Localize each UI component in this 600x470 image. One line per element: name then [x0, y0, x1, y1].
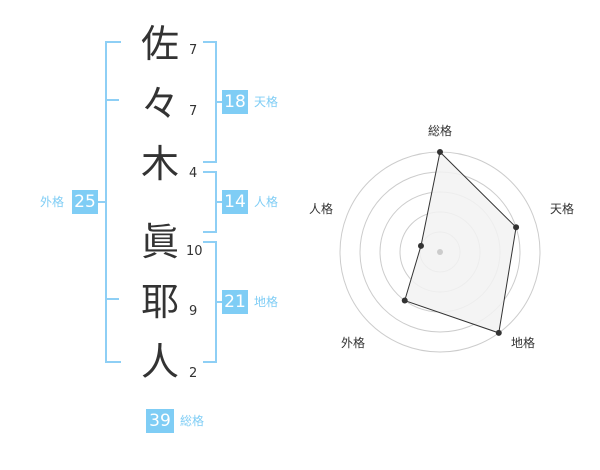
radar-point-2 — [513, 224, 520, 231]
radar-point-4 — [401, 297, 408, 304]
name-char-6: 人 — [140, 340, 179, 384]
stroke-count-1: 7 — [189, 43, 198, 58]
radar-axis-label-soukaku: 総格 — [428, 124, 453, 138]
name-char-4: 眞 — [140, 220, 179, 264]
radar-point-1 — [437, 149, 443, 155]
chikaku-value-badge: 21 — [222, 290, 248, 314]
radar-axis-label-chikaku: 地格 — [511, 336, 536, 350]
name-char-2: 々 — [140, 82, 179, 126]
gaikaku-bracket-tick-top — [105, 99, 119, 101]
radar-axis-label-tenkaku: 天格 — [550, 202, 575, 216]
stroke-count-5: 9 — [189, 304, 198, 319]
stroke-count-3: 4 — [189, 166, 198, 181]
chikaku-connector — [215, 301, 222, 303]
gaikaku-connector — [98, 201, 105, 203]
name-char-5: 耶 — [140, 280, 179, 324]
jinkaku-label: 人格 — [254, 195, 279, 209]
gaikaku-value-badge: 25 — [72, 190, 98, 214]
tenkaku-connector — [215, 101, 222, 103]
name-char-3: 木 — [140, 142, 179, 186]
tenkaku-value-badge: 18 — [222, 90, 248, 114]
soukaku-label: 総格 — [180, 414, 205, 428]
stroke-count-4: 10 — [186, 244, 203, 259]
soukaku-value-badge: 39 — [146, 409, 174, 433]
gaikaku-label: 外格 — [40, 195, 65, 209]
radar-axis-label-gaikaku: 外格 — [341, 336, 366, 350]
jinkaku-value-badge: 14 — [222, 190, 248, 214]
chikaku-label: 地格 — [254, 295, 279, 309]
gaikaku-bracket-tick-bottom — [105, 298, 119, 300]
radar-value-polygon — [404, 150, 517, 334]
stroke-count-2: 7 — [189, 104, 198, 119]
tenkaku-label: 天格 — [254, 95, 279, 109]
stroke-count-6: 2 — [189, 366, 198, 381]
radar-axis-label-jinkaku: 人格 — [309, 202, 334, 216]
radar-point-5 — [417, 242, 424, 249]
name-char-1: 佐 — [140, 22, 179, 66]
radar-center-dot — [437, 249, 443, 255]
radar-point-3 — [495, 329, 502, 336]
gaikaku-bracket — [105, 41, 121, 363]
jinkaku-connector — [215, 201, 222, 203]
